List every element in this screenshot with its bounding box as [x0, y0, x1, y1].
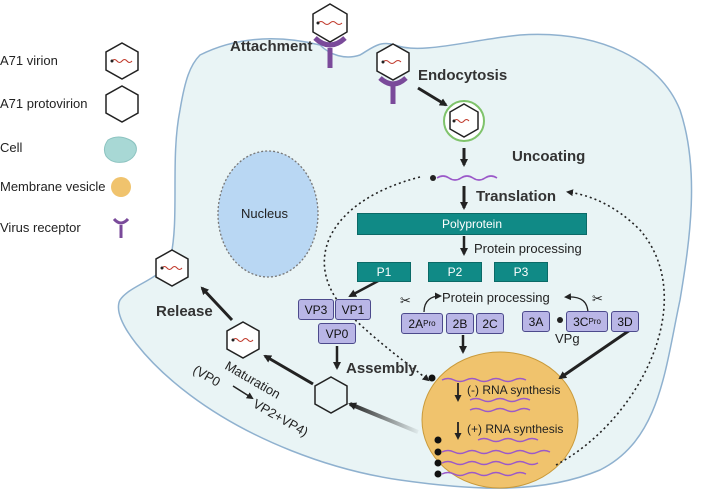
polyprotein-label: Polyprotein	[441, 217, 503, 231]
legend-protovirion-icon	[105, 85, 139, 123]
rna-strands	[441, 377, 551, 477]
nucleus	[217, 150, 319, 278]
legend-cell-label: Cell	[0, 140, 23, 155]
p3-box: P3	[494, 262, 548, 282]
endocytosis-virion-icon	[376, 43, 410, 81]
scissors-icon-2: ✂	[592, 292, 603, 307]
endocytosis-receptor-icon	[378, 76, 408, 87]
p2-box: P2	[428, 262, 482, 282]
vp0-box: VP0	[318, 323, 356, 344]
protein-processing-label-2: Protein processing	[442, 290, 550, 305]
legend-virion-label: A71 virion	[0, 53, 58, 68]
vp3-box: VP3	[298, 299, 334, 320]
vp1-box: VP1	[335, 299, 371, 320]
3d-box: 3D	[611, 311, 639, 332]
minus-rna-label: (-) RNA synthesis	[467, 383, 561, 397]
vpg-dot-2	[557, 317, 563, 323]
legend-vesicle-label: Membrane vesicle	[0, 179, 106, 194]
polyprotein-box: Polyprotein	[357, 213, 587, 235]
legend-receptor-label: Virus receptor	[0, 220, 81, 235]
replication-vesicle	[421, 351, 579, 489]
vpg-dot	[430, 175, 436, 181]
endocytosis-label: Endocytosis	[418, 67, 508, 84]
release-label: Release	[156, 303, 213, 320]
p1-box: P1	[357, 262, 411, 282]
plus-rna-label: (+) RNA synthesis	[467, 422, 564, 436]
legend-receptor-icon	[112, 217, 130, 225]
attachment-label: Attachment	[230, 38, 313, 55]
protein-processing-label-1: Protein processing	[474, 241, 582, 256]
legend-protovirion-label: A71 protovirion	[0, 96, 88, 111]
attachment-virion-rna	[317, 21, 343, 25]
dotted-path-right	[555, 189, 666, 466]
translation-label: Translation	[476, 188, 557, 205]
legend-vesicle-icon	[111, 177, 131, 197]
released-rna	[436, 175, 498, 181]
assembly-protovirion-icon	[314, 376, 348, 414]
nucleus-label: Nucleus	[241, 206, 288, 221]
3a-box: 3A	[522, 311, 550, 332]
assembly-label: Assembly	[346, 360, 417, 377]
2b-box: 2B	[446, 313, 474, 334]
2c-box: 2C	[476, 313, 504, 334]
vpg-label: VPg	[555, 331, 580, 346]
scissors-icon: ✂	[400, 294, 411, 309]
attachment-receptor-icon	[313, 36, 347, 48]
uncoating-label: Uncoating	[512, 148, 586, 165]
legend-cell-icon	[103, 136, 137, 163]
